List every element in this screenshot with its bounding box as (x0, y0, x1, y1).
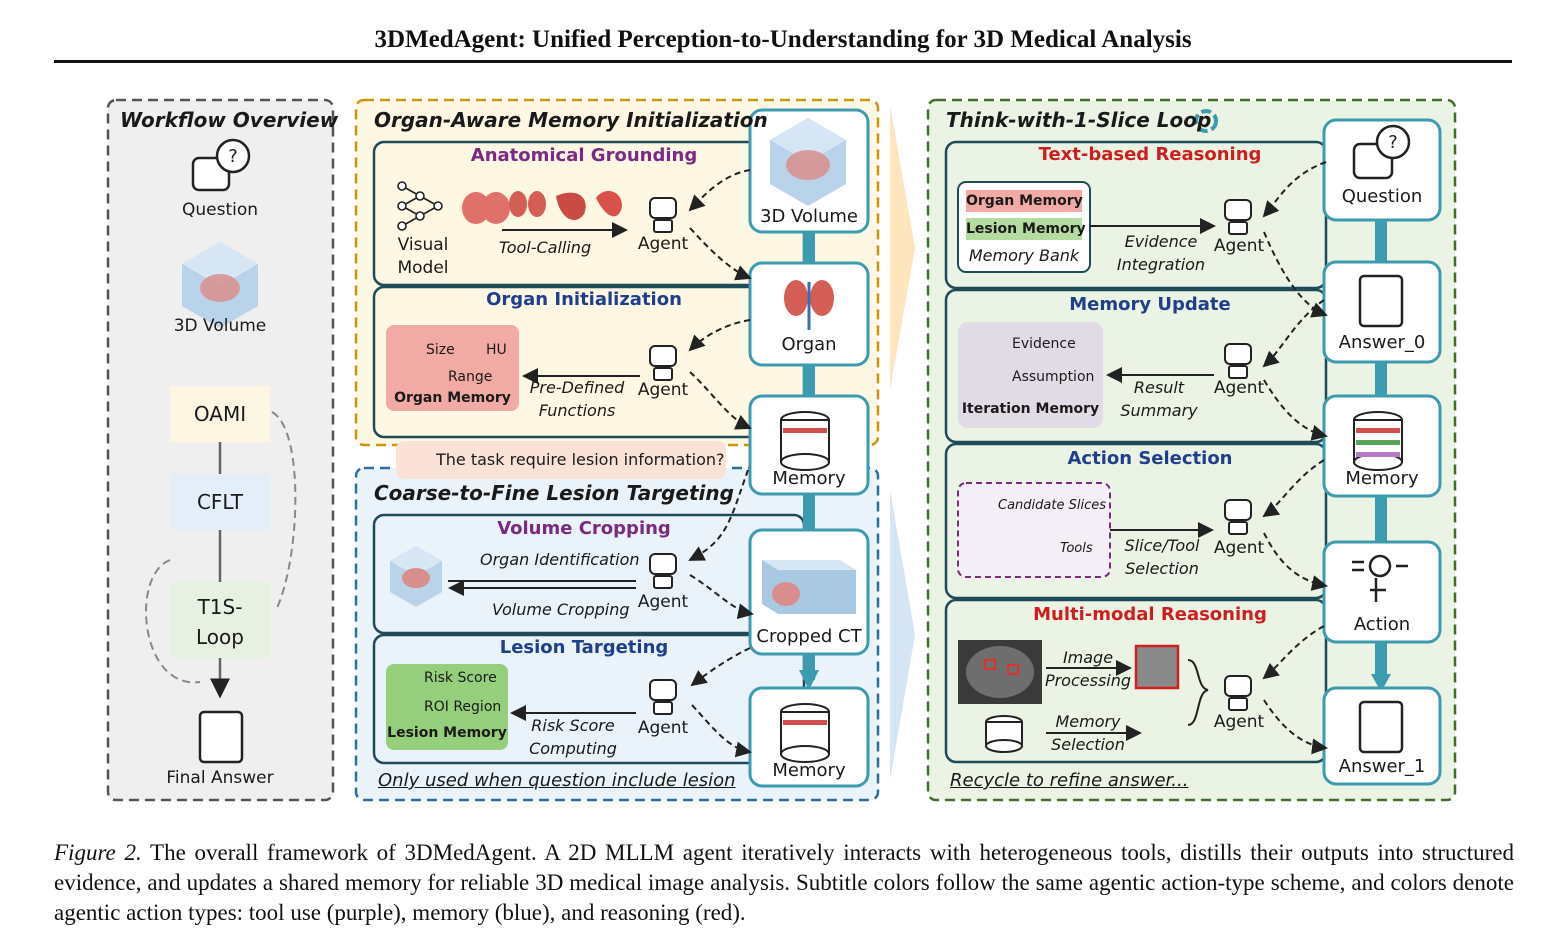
organ-memory-label: Organ Memory (394, 390, 511, 406)
iteration-memory-box (958, 322, 1103, 428)
svg-text:?: ? (1388, 132, 1398, 153)
loop-question-icon (1352, 124, 1411, 180)
workflow-question-label: Question (181, 200, 259, 220)
organ-node-label: Organ (781, 334, 837, 355)
action-node-label: Action (1353, 614, 1411, 635)
predefined-label: Pre-Defined Functions (529, 378, 625, 420)
title-rule (54, 60, 1512, 63)
database-icons (780, 411, 1403, 763)
workflow-volume-label: 3D Volume (173, 316, 267, 336)
assumption-label: Assumption (1012, 369, 1095, 385)
action-selection-title: Action Selection (1067, 448, 1233, 469)
question-icon (191, 138, 251, 192)
small-cube-icon (390, 546, 442, 607)
risk-computing-label: Risk Score Computing (529, 716, 617, 758)
visual-model-label: Visual Model (397, 235, 449, 278)
cropping-title: Volume Cropping (497, 518, 671, 539)
crop-thumbnail (1134, 644, 1180, 690)
answer1-node-label: Answer_1 (1338, 756, 1426, 777)
organ-memory-box (386, 325, 519, 411)
organ-identification-label: Organ Identification (480, 550, 640, 569)
lesion-memory-tag: Lesion Memory (966, 221, 1086, 237)
t1s-step-box (170, 582, 270, 658)
candidate-box (957, 482, 1111, 578)
cropped-cube-icon (762, 560, 856, 614)
evidence-integration-label: Evidence Integration (1116, 232, 1206, 274)
workflow-cflt-label: CFLT (196, 490, 244, 514)
memory-node-label-2: Memory (772, 760, 846, 781)
figure-caption: Figure 2. The overall framework of 3DMed… (54, 838, 1514, 928)
iteration-memory-label: Iteration Memory (961, 401, 1100, 417)
workflow-final-label: Final Answer (166, 768, 274, 788)
clipboard-icons (198, 274, 1404, 764)
chevron-arrow-bottom (890, 490, 915, 780)
organ-memory-tag: Organ Memory (966, 193, 1083, 209)
lesion-targeting-title: Lesion Targeting (499, 637, 669, 658)
agent-label-1: Agent (637, 234, 689, 254)
agent-label-4: Agent (637, 718, 689, 738)
loop-cycle-icon (1194, 109, 1218, 133)
risk-score-label: Risk Score (424, 670, 497, 686)
memory-selection-label: Memory Selection (1051, 712, 1125, 754)
question-node-label: Question (1341, 186, 1423, 207)
memory-node-label-1: Memory (772, 468, 846, 489)
cflt-footnote: Only used when question include lesion (378, 770, 736, 791)
answer0-node-label: Answer_0 (1338, 332, 1426, 353)
agent-label-3: Agent (637, 592, 689, 612)
caption-text: The overall framework of 3DMedAgent. A 2… (54, 840, 1514, 925)
memory-update-title: Memory Update (1069, 294, 1231, 315)
lesion-question-bubble (396, 441, 726, 479)
neural-network-icon (397, 181, 443, 231)
agent-robots (649, 197, 1252, 715)
volume-cropping-label: Volume Cropping (492, 600, 630, 619)
action-icon (1352, 554, 1408, 602)
memory-bank-label: Memory Bank (968, 246, 1080, 265)
action-node (1322, 540, 1442, 644)
organ-init-title: Organ Initialization (486, 289, 682, 310)
tool-calling-label: Tool-Calling (498, 238, 592, 257)
oami-title: Organ-Aware Memory Initialization (374, 108, 768, 132)
workflow-title: Workflow Overview (120, 108, 339, 132)
slice-tool-selection-label: Slice/Tool Selection (1124, 536, 1200, 578)
evidence-label: Evidence (1012, 336, 1076, 352)
volume-node-label: 3D Volume (760, 206, 858, 227)
chevron-arrow-top (890, 105, 915, 390)
figure-graphics: ? ? (106, 98, 1457, 802)
range-label: Range (448, 369, 493, 385)
lesion-memory-box (386, 664, 508, 750)
cflt-title: Coarse-to-Fine Lesion Targeting (374, 481, 734, 505)
figure-number: Figure 2. (54, 840, 142, 865)
image-processing-label: Image Processing (1044, 648, 1132, 690)
agent-label-6: Agent (1213, 378, 1265, 398)
grounding-title: Anatomical Grounding (470, 145, 698, 166)
volume-cube-icon (182, 242, 258, 328)
kidney-icon (784, 280, 834, 330)
text-reasoning-title: Text-based Reasoning (1038, 144, 1262, 165)
agent-label-7: Agent (1213, 538, 1265, 558)
cflt-step-box (170, 474, 270, 530)
candidate-slices-label: Candidate Slices (998, 498, 1106, 513)
workflow-t1s-label: T1S- Loop (196, 595, 244, 649)
loop-footnote: Recycle to refine answer... (950, 770, 1189, 791)
page-title: 3DMedAgent: Unified Perception-to-Unders… (374, 26, 1192, 53)
workflow-oami-label: OAMI (193, 402, 247, 426)
roi-region-label: ROI Region (424, 699, 502, 715)
lesion-question-text: The task require lesion information? (436, 450, 725, 469)
svg-text:?: ? (228, 146, 238, 167)
volume-cube-icon-2 (770, 118, 846, 206)
cropped-node-label: Cropped CT (756, 626, 862, 647)
agent-label-2: Agent (637, 380, 689, 400)
memory-node-label-3: Memory (1345, 468, 1419, 489)
lesion-memory-label: Lesion Memory (387, 725, 507, 741)
multimodal-title: Multi-modal Reasoning (1033, 604, 1267, 625)
agent-label-8: Agent (1213, 712, 1265, 732)
loop-title: Think-with-1-Slice Loop (946, 108, 1212, 132)
organ-icons (462, 191, 622, 224)
agent-label-5: Agent (1213, 236, 1265, 256)
result-summary-label: Result Summary (1120, 378, 1198, 420)
hu-label: HU (486, 342, 507, 358)
oami-step-box (170, 386, 270, 442)
tools-label: Tools (1060, 541, 1093, 556)
size-label: Size (426, 342, 455, 358)
